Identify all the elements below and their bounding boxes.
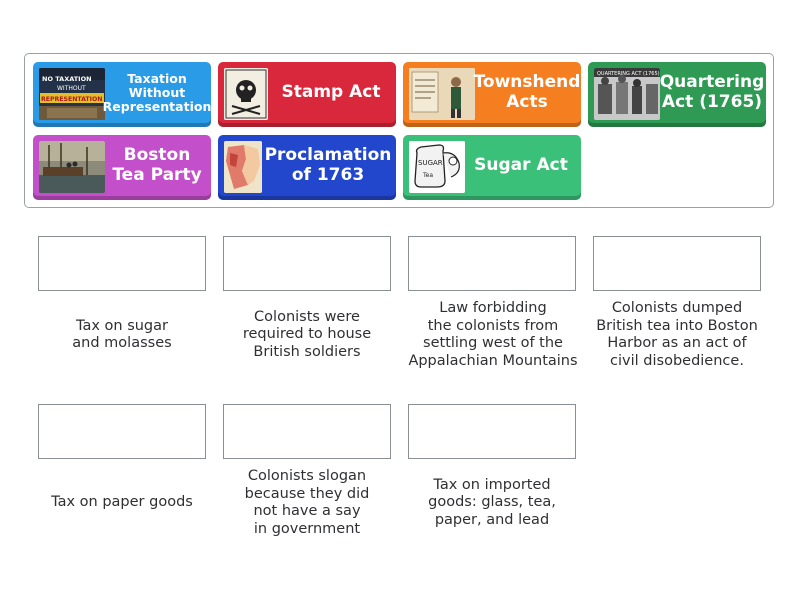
taxation-poster-thumbnail: NO TAXATION WITHOUT REPRESENTATION bbox=[39, 68, 105, 120]
tile-quartering-act[interactable]: QUARTERING ACT (1765) Quartering Act (17… bbox=[588, 62, 766, 127]
description-2: Colonists were required to house British… bbox=[242, 308, 372, 360]
skull-stamp-thumbnail bbox=[224, 68, 268, 120]
tile-stamp-act[interactable]: Stamp Act bbox=[218, 62, 396, 127]
tile-label: Taxation Without Representation bbox=[102, 70, 212, 114]
proclamation-map-thumbnail bbox=[224, 141, 262, 193]
drop-slot-1[interactable] bbox=[38, 236, 206, 291]
drop-slot-4[interactable] bbox=[593, 236, 761, 291]
svg-text:WITHOUT: WITHOUT bbox=[57, 85, 86, 92]
quartering-act-thumbnail: QUARTERING ACT (1765) bbox=[594, 68, 660, 120]
tile-proclamation-of-1763[interactable]: Proclamation of 1763 bbox=[218, 135, 396, 200]
drop-slot-7[interactable] bbox=[408, 404, 576, 459]
svg-text:SUGAR: SUGAR bbox=[418, 159, 443, 167]
tea-party-painting-thumbnail bbox=[39, 141, 105, 193]
drop-slot-5[interactable] bbox=[38, 404, 206, 459]
townshend-document-thumbnail bbox=[409, 68, 475, 120]
tile-label: Quartering Act (1765) bbox=[659, 72, 765, 112]
tile-townshend-acts[interactable]: Townshend Acts bbox=[403, 62, 581, 127]
description-6: Colonists slogan because they did not ha… bbox=[244, 468, 370, 537]
description-4: Colonists dumped British tea into Boston… bbox=[596, 300, 758, 369]
drop-slot-3[interactable] bbox=[408, 236, 576, 291]
svg-text:Tea: Tea bbox=[422, 172, 433, 179]
drop-slot-6[interactable] bbox=[223, 404, 391, 459]
description-5: Tax on paper goods bbox=[51, 494, 193, 511]
description-1: Tax on sugar and molasses bbox=[72, 317, 172, 352]
description-7: Tax on imported goods: glass, tea, paper… bbox=[428, 476, 556, 528]
svg-text:REPRESENTATION: REPRESENTATION bbox=[41, 96, 102, 103]
description-3: Law forbidding the colonists from settli… bbox=[408, 300, 578, 369]
svg-text:NO TAXATION: NO TAXATION bbox=[42, 75, 92, 83]
sugar-sack-thumbnail: SUGAR Tea bbox=[409, 141, 465, 193]
tile-label: Proclamation of 1763 bbox=[264, 145, 392, 185]
tile-boston-tea-party[interactable]: Boston Tea Party bbox=[33, 135, 211, 200]
tile-sugar-act[interactable]: SUGAR Tea Sugar Act bbox=[403, 135, 581, 200]
tile-label: Townshend Acts bbox=[473, 72, 581, 112]
tile-label: Stamp Act bbox=[281, 81, 381, 102]
tile-label: Sugar Act bbox=[474, 154, 568, 175]
tile-label: Boston Tea Party bbox=[112, 145, 202, 185]
drop-slot-2[interactable] bbox=[223, 236, 391, 291]
svg-text:QUARTERING ACT (1765): QUARTERING ACT (1765) bbox=[597, 71, 660, 77]
tile-taxation-without-representation[interactable]: NO TAXATION WITHOUT REPRESENTATION Taxat… bbox=[33, 62, 211, 127]
